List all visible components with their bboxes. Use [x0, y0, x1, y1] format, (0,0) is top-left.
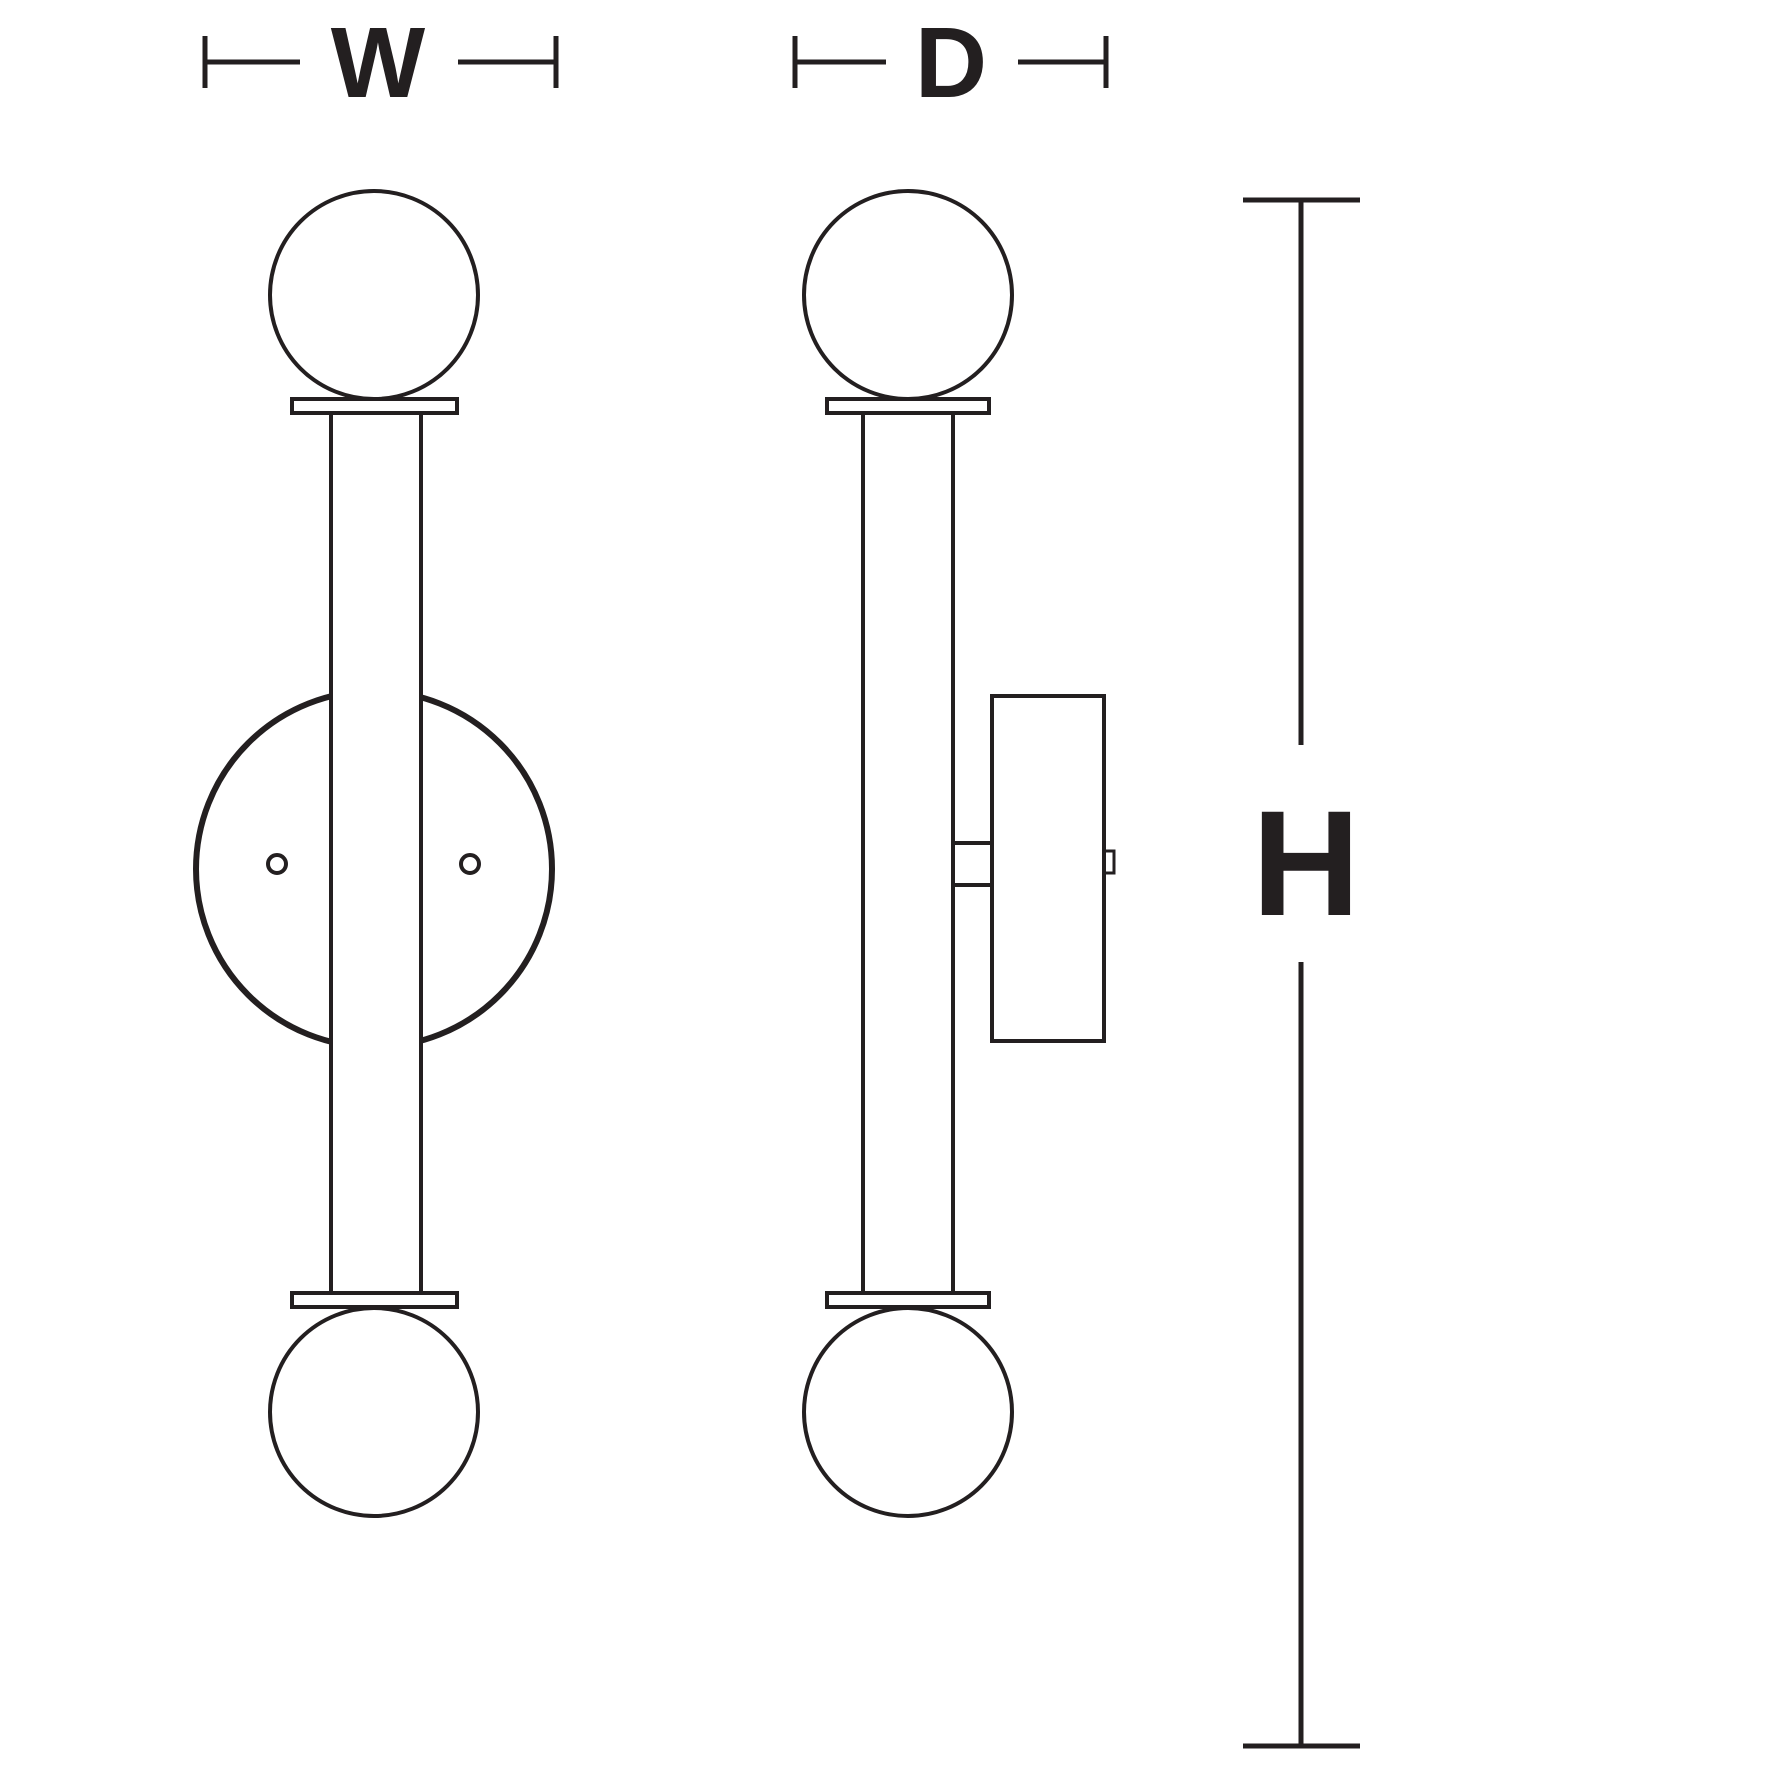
front-view	[193, 189, 555, 1518]
side-bottom-globe	[802, 1306, 1014, 1518]
side-stem	[861, 397, 955, 1301]
side-view	[802, 189, 1116, 1518]
height-dimension	[1243, 197, 1360, 1749]
front-screw-hole-left-icon	[266, 853, 288, 875]
front-top-flange	[290, 397, 459, 415]
side-top-flange	[825, 397, 991, 415]
side-top-globe	[802, 189, 1014, 401]
front-top-globe	[268, 189, 480, 401]
width-label: W	[331, 7, 426, 119]
depth-label: D	[915, 7, 987, 119]
front-bottom-globe	[268, 1306, 480, 1518]
front-screw-hole-right-icon	[459, 853, 481, 875]
side-mount-box	[990, 694, 1106, 1043]
side-stem-connector	[948, 841, 994, 887]
width-dimension	[202, 36, 559, 88]
front-bottom-flange	[290, 1291, 459, 1309]
depth-dimension	[792, 36, 1109, 88]
height-label: H	[1252, 779, 1360, 947]
side-bottom-flange	[825, 1291, 991, 1309]
front-stem	[329, 397, 423, 1301]
